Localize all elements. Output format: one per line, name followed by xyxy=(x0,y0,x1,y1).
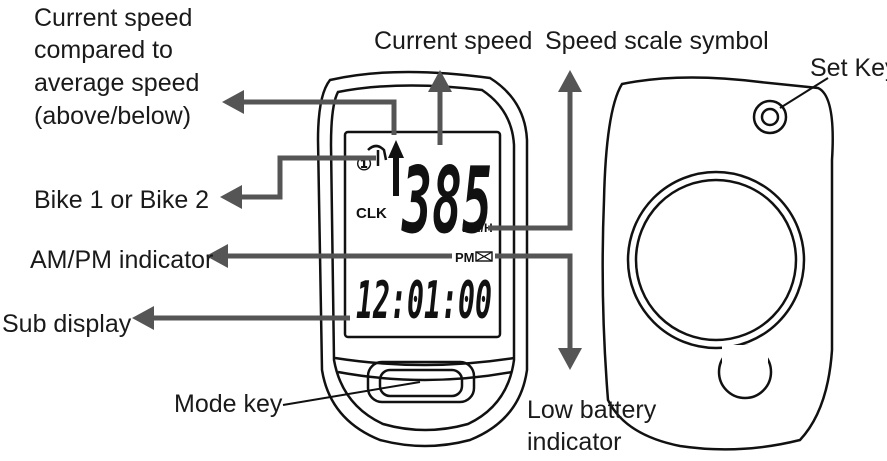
set-key-button[interactable] xyxy=(752,99,788,135)
bike-icon xyxy=(367,144,388,166)
lcd-screen xyxy=(343,130,502,339)
label-mode-key: Mode key xyxy=(174,390,283,418)
label-bike-1-or-2: Bike 1 or Bike 2 xyxy=(34,186,209,214)
label-am-pm-indicator: AM/PM indicator xyxy=(30,246,213,274)
label-low-battery-line-2: indicator xyxy=(527,428,622,456)
lcd-contents: ① CLK 385 KM/H PM 12:01:00 xyxy=(356,140,493,331)
label-compared-line-4: (above/below) xyxy=(34,102,191,130)
am-pm-display: PM xyxy=(455,250,475,265)
above-average-arrow-icon xyxy=(388,140,404,196)
clock-mode-indicator: CLK xyxy=(356,205,387,222)
arrow-bike-1-or-2 xyxy=(220,155,376,209)
label-speed-scale-symbol: Speed scale symbol xyxy=(545,27,769,55)
leader-mode-key xyxy=(282,381,421,406)
arrow-speed-scale xyxy=(488,70,582,231)
device-front xyxy=(316,70,529,448)
main-speed-value: 385 xyxy=(401,147,492,254)
mode-key-button[interactable] xyxy=(366,360,476,404)
speed-unit-symbol: KM/H xyxy=(462,221,493,235)
sub-display-value: 12:01:00 xyxy=(356,271,492,331)
label-compared-line-2: compared to xyxy=(34,36,173,64)
label-set-key: Set Key xyxy=(810,54,887,82)
arrow-am-pm xyxy=(206,244,452,268)
label-compared-line-1: Current speed xyxy=(34,4,192,32)
label-compared-line-3: average speed xyxy=(34,69,199,97)
arrow-sub-display xyxy=(132,306,350,330)
battery-cover xyxy=(626,170,806,350)
arrow-compared-speed xyxy=(222,90,397,135)
leader-set-key xyxy=(779,77,829,109)
arrow-current-speed xyxy=(428,70,452,145)
arrow-low-battery xyxy=(495,253,582,370)
device-back xyxy=(601,76,834,451)
battery-icon xyxy=(475,251,493,262)
label-low-battery-line-1: Low battery xyxy=(527,396,657,424)
label-current-speed: Current speed xyxy=(374,27,532,55)
label-sub-display: Sub display xyxy=(2,310,132,338)
